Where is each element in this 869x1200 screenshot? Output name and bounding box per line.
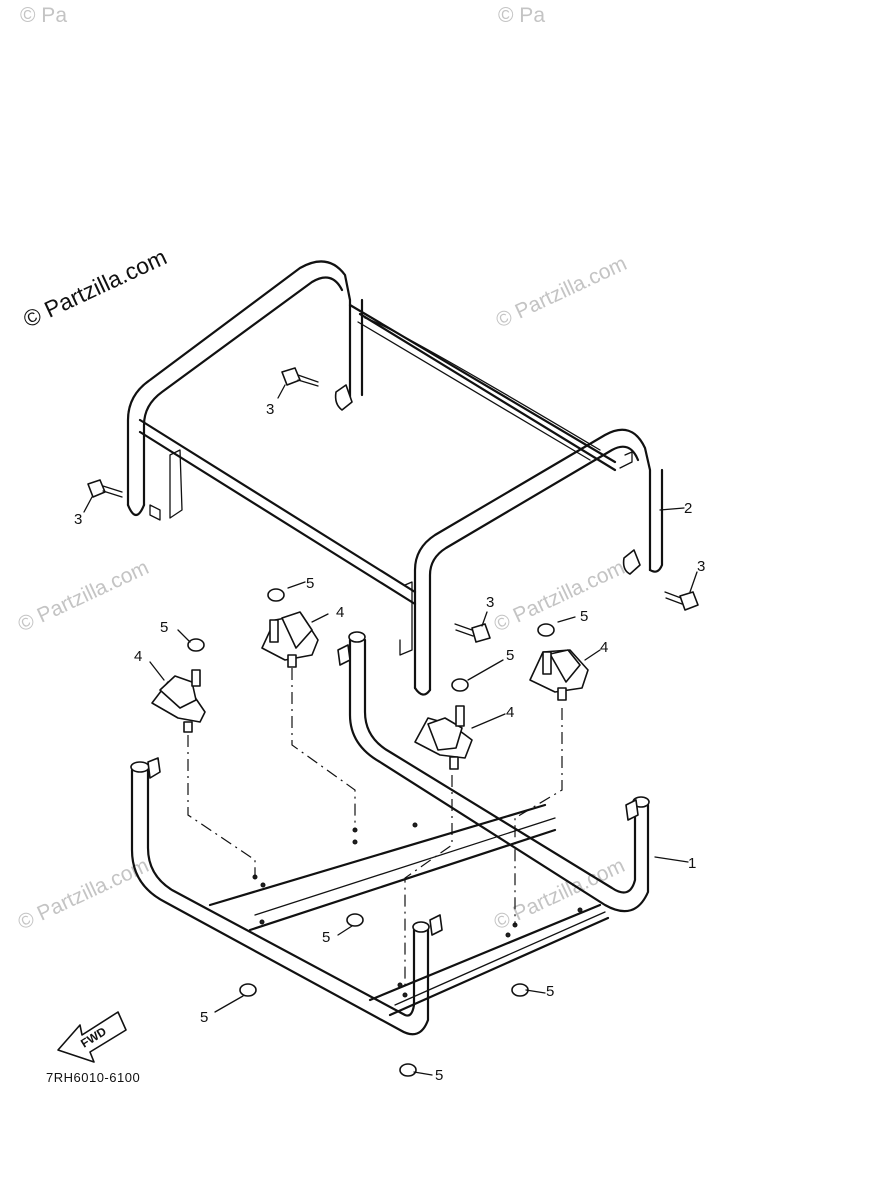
callout-nut-3: 5 [580, 608, 588, 625]
callout-mount-mid: 4 [336, 604, 344, 621]
watermark-main: © Partzilla.com [19, 243, 170, 332]
nut-4 [451, 678, 469, 692]
callout-nut-5: 5 [322, 929, 330, 946]
engine-mounts [151, 611, 589, 770]
bolt-mid [454, 623, 491, 643]
assembly-lines [187, 668, 563, 985]
upper-frame [126, 260, 664, 696]
callout-mount-right: 4 [506, 704, 514, 721]
mount-right [414, 705, 473, 770]
callout-bolt-right: 3 [697, 558, 705, 575]
mount-left [151, 669, 206, 733]
leader-lines [83, 384, 698, 1076]
callout-nut-2: 5 [160, 619, 168, 636]
watermarks: © Pa © Pa © Partzilla.com © Partzilla.co… [14, 4, 630, 935]
callouts: 1 2 3 3 3 3 4 4 4 4 5 5 5 5 5 5 5 5 [74, 401, 705, 1084]
nut-1 [267, 588, 285, 602]
nut-6 [239, 983, 257, 997]
callout-nut-7: 5 [546, 983, 554, 1000]
watermark-top-left: © Pa [20, 4, 67, 27]
watermark-top-mid: © Pa [498, 4, 545, 27]
callout-bolt-left: 3 [74, 511, 82, 528]
diagram-code: 7RH6010-6100 [46, 1070, 140, 1085]
callout-bolt-upper: 3 [266, 401, 274, 418]
mount-mid [261, 611, 319, 668]
watermark-left-mid: © Partzilla.com [14, 556, 152, 637]
nut-8 [399, 1063, 417, 1077]
watermark-right-mid: © Partzilla.com [490, 556, 628, 637]
watermark-right-upper: © Partzilla.com [492, 252, 630, 333]
bolt-left [87, 479, 123, 498]
callout-mount-left: 4 [134, 648, 142, 665]
callout-nut-6: 5 [200, 1009, 208, 1026]
bolt-right [664, 591, 699, 611]
callout-nut-8: 5 [435, 1067, 443, 1084]
nut-5 [346, 913, 364, 927]
lower-frame [130, 631, 650, 1036]
callout-frame-lower: 1 [688, 855, 696, 872]
callout-mount-far-right: 4 [600, 639, 608, 656]
fwd-arrow: FWD [57, 1011, 127, 1063]
nut-3 [537, 623, 555, 637]
bolts [87, 367, 699, 643]
watermark-left-lower: © Partzilla.com [14, 854, 152, 935]
mount-far-right [529, 649, 589, 701]
callout-nut-4: 5 [506, 647, 514, 664]
callout-bolt-mid: 3 [486, 594, 494, 611]
bolt-upper [281, 367, 319, 387]
nut-2 [187, 638, 205, 652]
callout-frame-upper: 2 [684, 500, 692, 517]
callout-nut-1: 5 [306, 575, 314, 592]
nuts [187, 588, 555, 1077]
